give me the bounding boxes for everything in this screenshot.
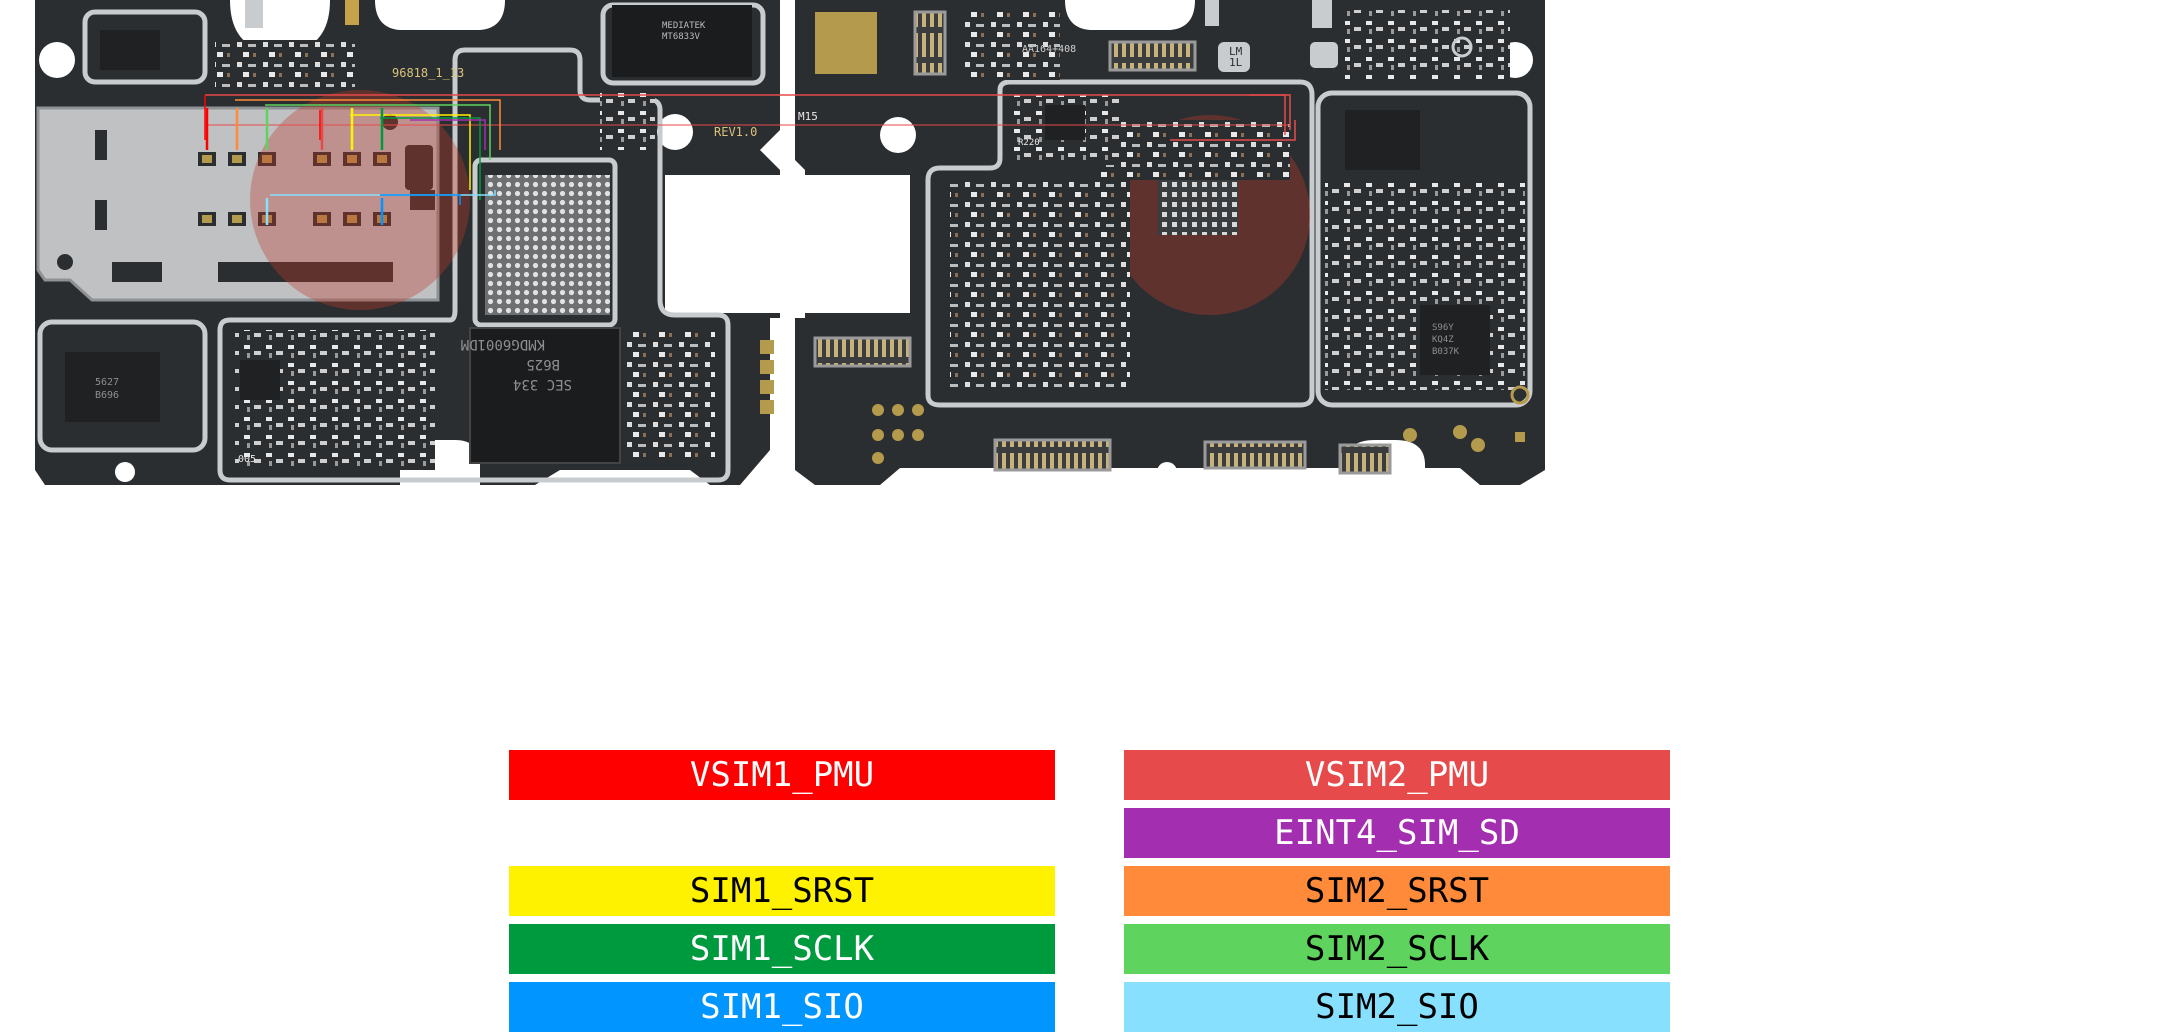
connectors xyxy=(813,10,1392,475)
legend-item-sim1-sio: SIM1_SIO xyxy=(509,982,1055,1032)
lm-line-1: LM xyxy=(1229,45,1243,58)
pcb-board-photo: 96818_1_13 REV1.0 M15 AA164+408 MEDIATEK… xyxy=(35,0,1545,485)
right-chip xyxy=(1420,305,1490,375)
logic-chip-line-2: B696 xyxy=(95,390,119,401)
sim-card-holder xyxy=(36,106,440,302)
board-code-label: M15 xyxy=(798,110,818,123)
soc-bga-pads xyxy=(485,175,610,315)
legend-item-sim1-srst: SIM1_SRST xyxy=(509,866,1055,916)
memory-line-3: SEC 334 xyxy=(513,376,572,392)
rf-chip xyxy=(1345,110,1420,170)
legend-item-sim2-sclk: SIM2_SCLK xyxy=(1124,924,1670,974)
legend-item-vsim2-pmu: VSIM2_PMU xyxy=(1124,750,1670,800)
board-id-label: 96818_1_13 xyxy=(392,66,464,80)
small-label-r220: R220 xyxy=(1018,138,1040,148)
mount-hole xyxy=(1157,462,1177,482)
mediatek-line-2: MT6833V xyxy=(662,32,701,42)
logic-chip xyxy=(65,352,160,422)
mediatek-chip xyxy=(612,5,752,77)
small-label-005: 005 xyxy=(238,454,256,465)
memory-line-2: B625 xyxy=(526,356,560,372)
legend-item-sim2-srst: SIM2_SRST xyxy=(1124,866,1670,916)
chips xyxy=(65,5,1490,464)
signal-traces xyxy=(204,94,1296,205)
revision-label: REV1.0 xyxy=(714,125,757,139)
test-pads xyxy=(760,12,1530,464)
mount-hole xyxy=(657,114,693,150)
probe-lines xyxy=(205,108,384,225)
memory-line-1: KMDG6001DM xyxy=(461,336,545,352)
board-cutout xyxy=(665,175,910,313)
lm-line-2: 1L xyxy=(1229,56,1243,69)
mount-hole xyxy=(115,462,135,482)
shield-frames-right xyxy=(925,79,1533,408)
right-chip-line-3: B037K xyxy=(1432,347,1460,357)
memory-chip xyxy=(469,327,621,464)
right-chip-line-2: KQ4Z xyxy=(1432,335,1454,345)
mount-hole xyxy=(39,42,75,78)
mount-hole xyxy=(880,117,916,153)
legend-item-sim2-sio: SIM2_SIO xyxy=(1124,982,1670,1032)
legend-item-sim1-sclk: SIM1_SCLK xyxy=(509,924,1055,974)
legend-item-vsim1-pmu: VSIM1_PMU xyxy=(509,750,1055,800)
right-id-label: AA164+408 xyxy=(1022,44,1076,55)
legend-item-eint4-sim-sd: EINT4_SIM_SD xyxy=(1124,808,1670,858)
antenna-clips xyxy=(245,0,1338,72)
shield-frames-left xyxy=(37,2,766,483)
mediatek-line-1: MEDIATEK xyxy=(662,21,706,31)
logic-chip-line-1: 5627 xyxy=(95,377,119,388)
right-chip-line-1: S96Y xyxy=(1432,323,1454,333)
